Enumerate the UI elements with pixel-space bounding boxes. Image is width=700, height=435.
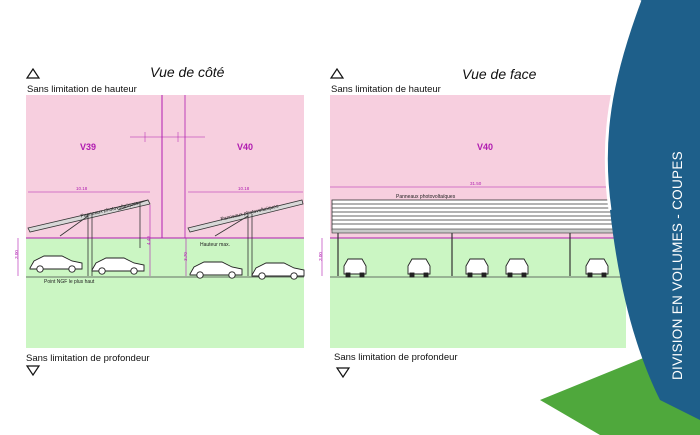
height-max-label: Hauteur max. <box>200 242 231 248</box>
ngf-point-label: Point NGF le plus haut <box>44 279 95 285</box>
left-bottom-triangle-icon <box>25 365 41 377</box>
right-lower-volume <box>330 238 626 348</box>
right-dim-width: 31.50 <box>470 181 482 186</box>
left-bottom-label: Sans limitation de profondeur <box>26 353 150 364</box>
left-cars <box>29 255 305 280</box>
left-dim-width-1: 10.18 <box>76 186 88 191</box>
right-top-triangle-icon <box>329 67 345 79</box>
right-view-title: Vue de face <box>462 66 537 82</box>
left-view-title: Vue de côté <box>150 64 225 80</box>
right-dim-height: 3.00 <box>317 252 323 261</box>
left-lower-volume <box>26 238 304 348</box>
left-carport-2 <box>187 199 304 276</box>
left-upper-volume <box>26 95 304 238</box>
left-carport-1 <box>27 199 151 276</box>
right-cars <box>343 258 609 278</box>
left-dim-height-3: 3.70 <box>182 252 188 261</box>
right-top-label: Sans limitation de hauteur <box>331 84 441 95</box>
volume-v40-left: V40 <box>237 142 254 152</box>
right-bottom-triangle-icon <box>335 367 351 379</box>
left-dim-height-1: 3.00 <box>13 250 19 259</box>
left-top-label: Sans limitation de hauteur <box>27 84 137 95</box>
banner-blue-shape <box>606 0 700 420</box>
volume-v39: V39 <box>80 142 97 152</box>
side-banner-title: DIVISION EN VOLUMES - COUPES <box>670 151 685 380</box>
left-top-triangle-icon <box>25 67 41 79</box>
right-panel-label: Panneaux photovoltaïques <box>396 194 456 200</box>
left-dim-height-2: 4.49 <box>145 236 151 245</box>
left-dim-width-2: 10.18 <box>238 186 250 191</box>
right-bottom-label: Sans limitation de profondeur <box>334 352 458 363</box>
volume-v40-right: V40 <box>477 142 494 152</box>
